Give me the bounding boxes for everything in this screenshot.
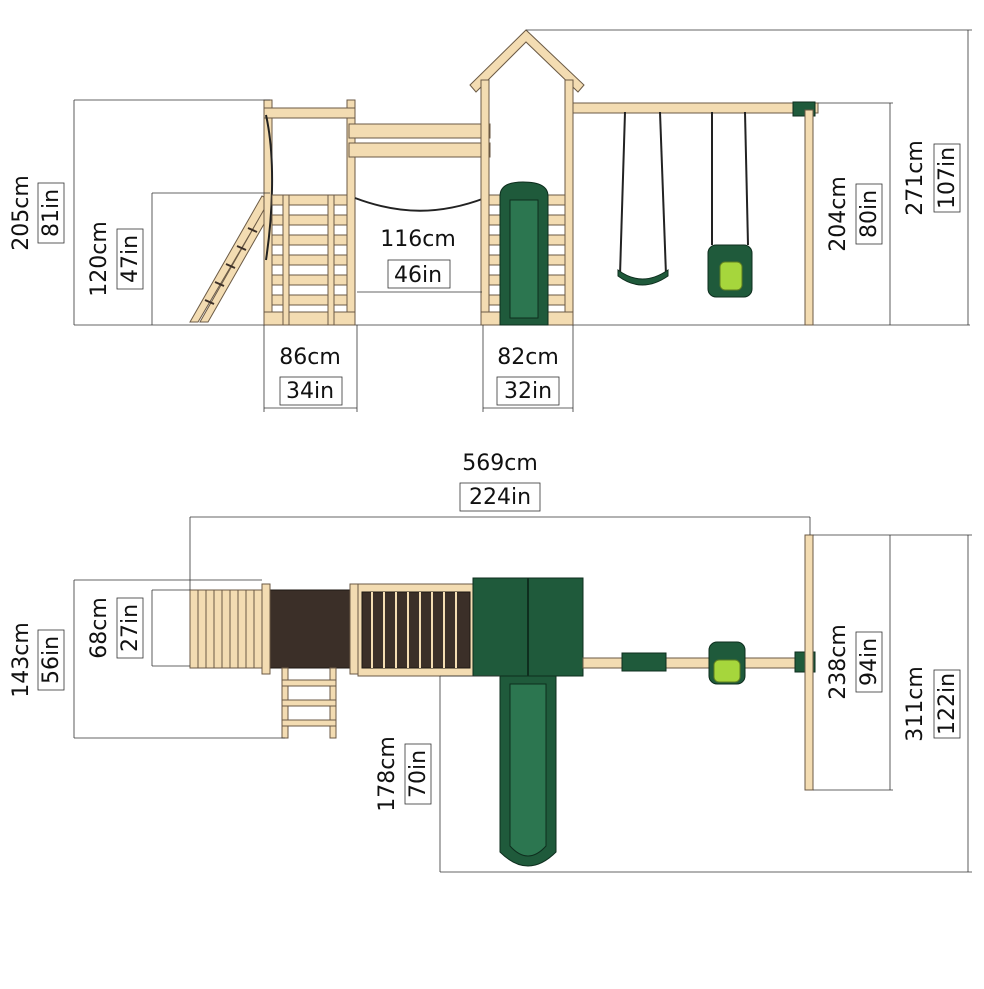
deck-width-left-in: 34in xyxy=(286,379,334,404)
deck-depth-in: 27in xyxy=(118,604,143,652)
deck-width-left-cm: 86cm xyxy=(279,345,341,370)
bridge-length-in: 46in xyxy=(394,263,442,288)
total-length-cm: 569cm xyxy=(462,451,538,476)
slide-length-in: 70in xyxy=(406,750,431,798)
tower-height-cm: 271cm xyxy=(903,140,928,216)
dim-swing-frame-width: 238cm 94in xyxy=(813,534,893,791)
deck-width-right-cm: 82cm xyxy=(497,345,559,370)
dim-platform-height: 120cm 47in xyxy=(87,192,270,325)
side-view: 205cm 81in 120cm 47in 116cm 46in xyxy=(9,29,972,412)
top-swing-beam xyxy=(582,534,816,791)
swing-beam-height-in: 80in xyxy=(857,190,882,238)
top-bridge xyxy=(357,583,475,677)
total-length-in: 224in xyxy=(469,485,531,510)
dim-slide-length: 178cm 70in xyxy=(375,675,500,872)
dim-total-length: 569cm 224in xyxy=(189,451,811,590)
dim-overall-height: 205cm 81in xyxy=(9,99,270,325)
dim-bridge-length: 116cm 46in xyxy=(357,227,482,293)
dim-deck-width-right: 82cm 32in xyxy=(482,325,574,412)
climbing-ramp xyxy=(189,195,273,323)
deck-depth-cm: 68cm xyxy=(87,597,112,659)
dim-tower-height: 271cm 107in xyxy=(526,29,972,325)
dim-overall-depth: 311cm 122in xyxy=(440,534,972,873)
depth-left-in: 56in xyxy=(39,636,64,684)
overall-depth-cm: 311cm xyxy=(903,666,928,742)
top-view: 569cm 224in 143cm 56in 68cm xyxy=(9,451,972,873)
slide-length-cm: 178cm xyxy=(375,736,400,812)
swing-frame-width-cm: 238cm xyxy=(826,624,851,700)
overall-height-cm: 205cm xyxy=(9,175,34,251)
overall-height-in: 81in xyxy=(39,189,64,237)
dim-swing-beam-height: 204cm 80in xyxy=(818,102,893,325)
top-slide xyxy=(499,675,557,867)
dim-deck-depth: 68cm 27in xyxy=(87,589,190,667)
swing-frame-width-in: 94in xyxy=(857,638,882,686)
overall-depth-in: 122in xyxy=(935,673,960,735)
platform-height-cm: 120cm xyxy=(87,221,112,297)
deck-width-right-in: 32in xyxy=(504,379,552,404)
left-deck-tower xyxy=(263,99,356,326)
tower-height-in: 107in xyxy=(935,147,960,209)
depth-left-cm: 143cm xyxy=(9,622,34,698)
bridge xyxy=(348,123,491,212)
dim-deck-width-left: 86cm 34in xyxy=(263,325,358,412)
top-left-deck xyxy=(189,583,359,675)
top-tower-roof xyxy=(472,577,584,677)
slide-tower xyxy=(469,29,585,326)
platform-height-in: 47in xyxy=(118,235,143,283)
dim-depth-left: 143cm 56in xyxy=(9,579,285,739)
bridge-length-cm: 116cm xyxy=(380,227,456,252)
top-ladder xyxy=(281,667,337,739)
swing-beam-height-cm: 204cm xyxy=(826,176,851,252)
swing-frame xyxy=(572,101,819,326)
